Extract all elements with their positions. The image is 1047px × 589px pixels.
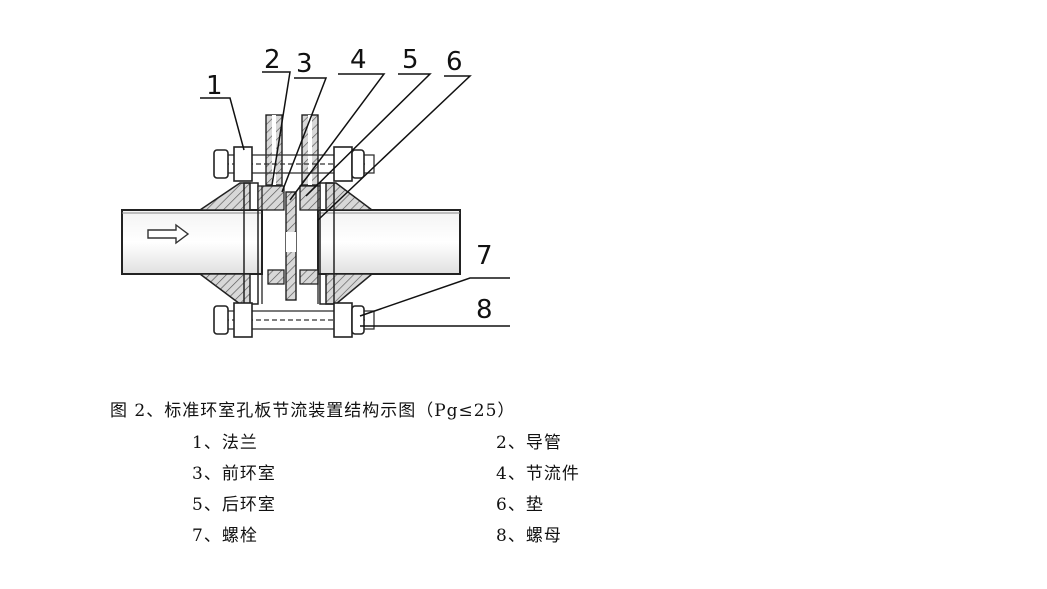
legend-item: 2、导管 — [496, 428, 562, 453]
callout-7: 7 — [476, 241, 493, 271]
legend-label: 后环室 — [221, 495, 276, 515]
callout-1: 1 — [206, 71, 223, 101]
legend-separator: 、 — [203, 526, 222, 546]
legend-label: 法兰 — [221, 433, 258, 453]
legend-label: 垫 — [525, 495, 544, 515]
legend-separator: 、 — [507, 526, 526, 546]
legend-item: 1、法兰 — [192, 428, 258, 453]
callout-5: 5 — [402, 45, 419, 75]
legend-item: 5、后环室 — [192, 490, 276, 515]
legend-label: 螺母 — [525, 526, 562, 546]
leader-lines — [200, 71, 510, 327]
legend-item: 6、垫 — [496, 490, 544, 515]
legend-number: 2 — [496, 433, 508, 453]
callout-8: 8 — [476, 295, 493, 325]
legend-item: 4、节流件 — [496, 459, 580, 484]
callout-4: 4 — [350, 45, 367, 75]
flange-left — [197, 182, 259, 305]
legend-separator: 、 — [203, 495, 222, 515]
callout-2: 2 — [264, 45, 281, 75]
figure-caption: 图 2、标准环室孔板节流装置结构示图（Pg≤25） — [110, 401, 516, 421]
ring-chambers — [257, 185, 321, 304]
legend-item: 7、螺栓 — [192, 521, 258, 546]
legend-label: 螺栓 — [221, 526, 258, 546]
legend-number: 3 — [192, 464, 204, 484]
pipe — [121, 209, 461, 275]
bolts — [213, 146, 375, 338]
legend-label: 节流件 — [525, 464, 580, 484]
legend-separator: 、 — [507, 433, 526, 453]
legend-separator: 、 — [507, 495, 526, 515]
legend-label: 前环室 — [221, 464, 276, 484]
legend-number: 4 — [496, 464, 508, 484]
legend-item: 8、螺母 — [496, 521, 562, 546]
legend-number: 7 — [192, 526, 204, 546]
legend-number: 8 — [496, 526, 508, 546]
legend-separator: 、 — [203, 464, 222, 484]
legend-item: 3、前环室 — [192, 459, 276, 484]
legend-number: 6 — [496, 495, 508, 515]
callout-6: 6 — [446, 47, 463, 77]
flow-arrow-icon — [147, 223, 190, 245]
legend-number: 5 — [192, 495, 204, 515]
legend-label: 导管 — [525, 433, 562, 453]
legend-separator: 、 — [507, 464, 526, 484]
legend-number: 1 — [192, 433, 204, 453]
orifice-plate — [285, 191, 297, 301]
legend-separator: 、 — [203, 433, 222, 453]
callout-3: 3 — [296, 49, 313, 79]
